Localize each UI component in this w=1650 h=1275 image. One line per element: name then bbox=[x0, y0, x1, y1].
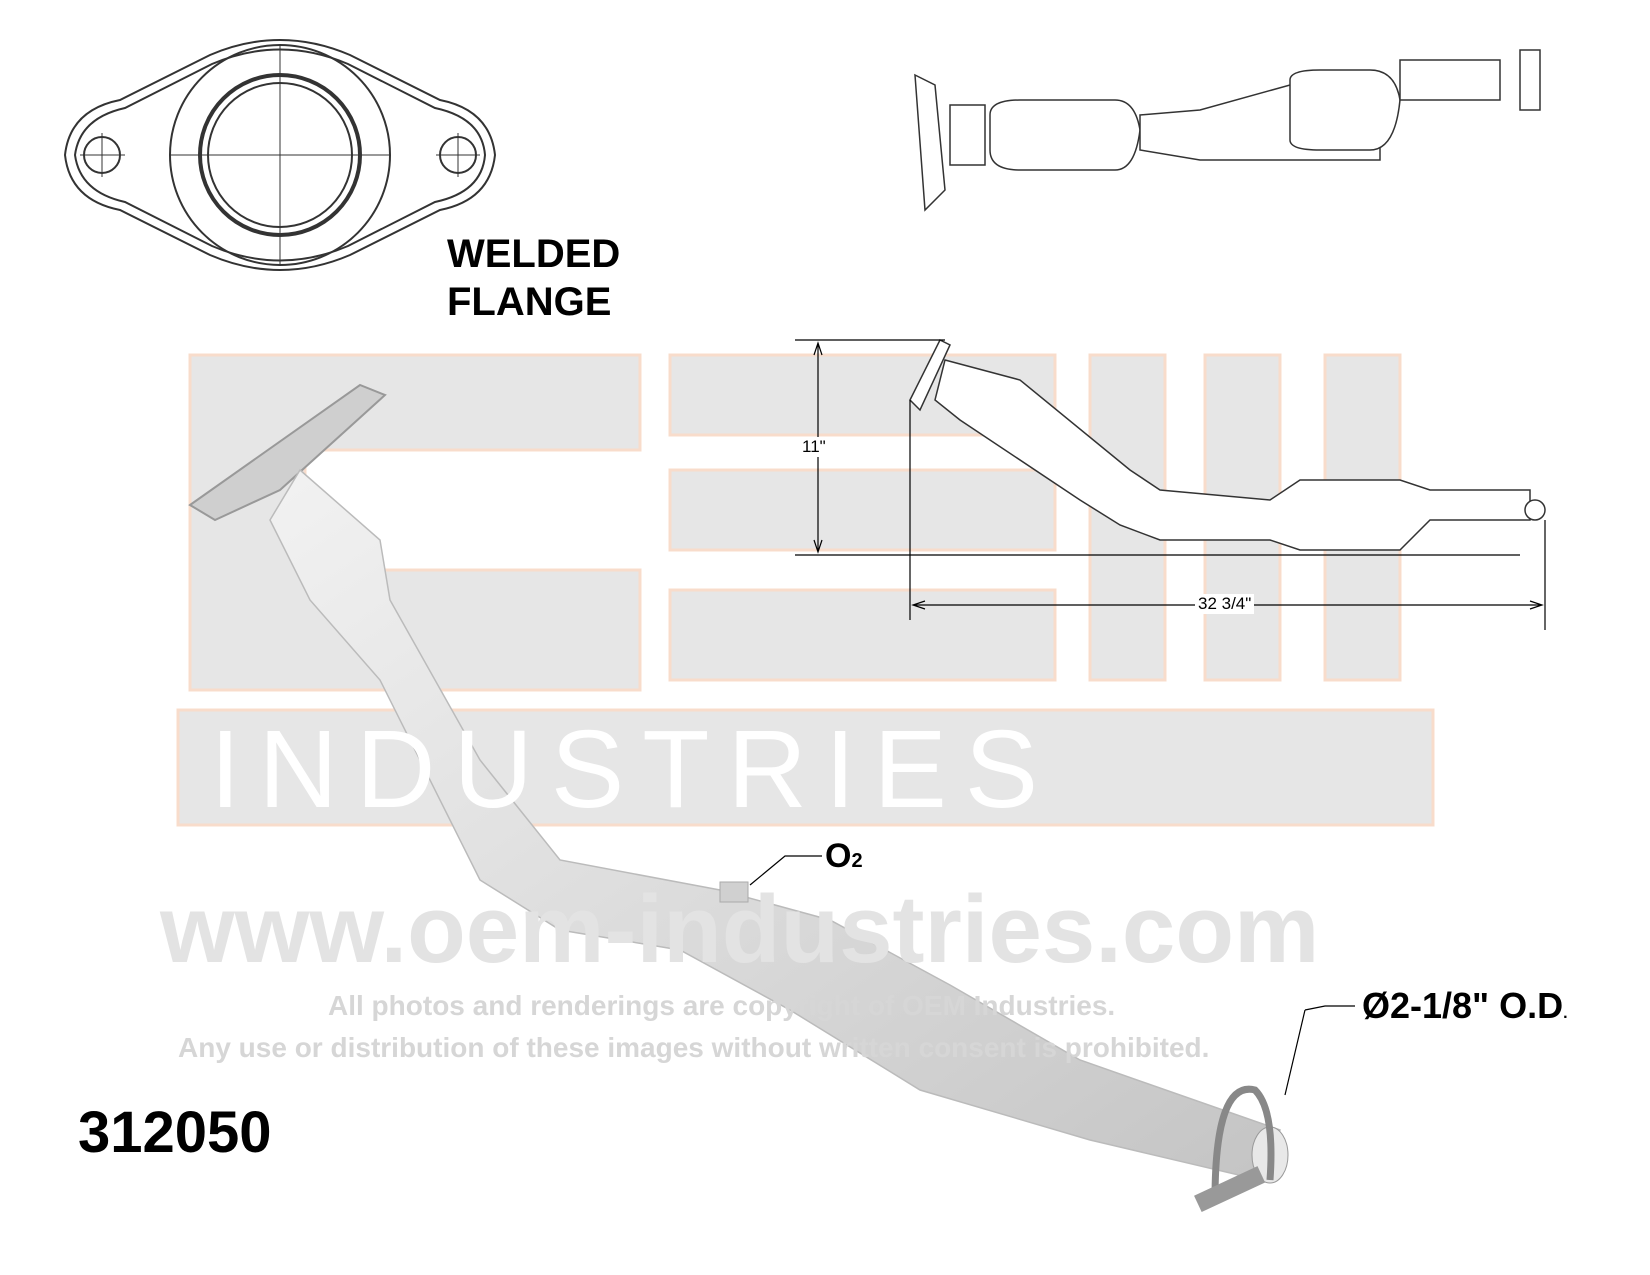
welded-flange-line2: FLANGE bbox=[447, 280, 612, 324]
watermark-url: www.oem-industries.com bbox=[160, 876, 1320, 983]
diameter-callout: Ø2-1/8" O.D. bbox=[1362, 985, 1568, 1035]
height-dimension-label: 11" bbox=[800, 437, 828, 457]
top-view-drawing bbox=[914, 49, 1541, 212]
dimension-lines bbox=[749, 339, 1546, 1096]
length-dimension-label: 32 3/4" bbox=[1195, 594, 1255, 614]
inlet-flange bbox=[188, 383, 387, 522]
o2-text: O bbox=[825, 837, 852, 875]
o2-bung bbox=[719, 881, 749, 903]
copyright-line-2: Any use or distribution of these images … bbox=[178, 1032, 1210, 1063]
diameter-dot: . bbox=[1563, 1005, 1568, 1022]
welded-flange-line1: WELDED bbox=[447, 232, 621, 276]
u-clamp bbox=[1211, 1085, 1275, 1201]
part-number: 312050 bbox=[78, 1100, 272, 1165]
clamp-saddle bbox=[1194, 1166, 1266, 1213]
watermark-industries: INDUSTRIES bbox=[210, 708, 1057, 831]
o2-subscript: 2 bbox=[851, 850, 863, 872]
diameter-text: Ø2-1/8" O.D bbox=[1362, 985, 1564, 1026]
side-view-drawing bbox=[909, 338, 1546, 551]
o2-sensor-callout: O2 bbox=[825, 836, 863, 881]
flange-drawing bbox=[63, 39, 497, 271]
welded-flange-label: WELDED FLANGE bbox=[447, 230, 620, 326]
copyright-line-1: All photos and renderings are copyright … bbox=[328, 990, 1116, 1021]
